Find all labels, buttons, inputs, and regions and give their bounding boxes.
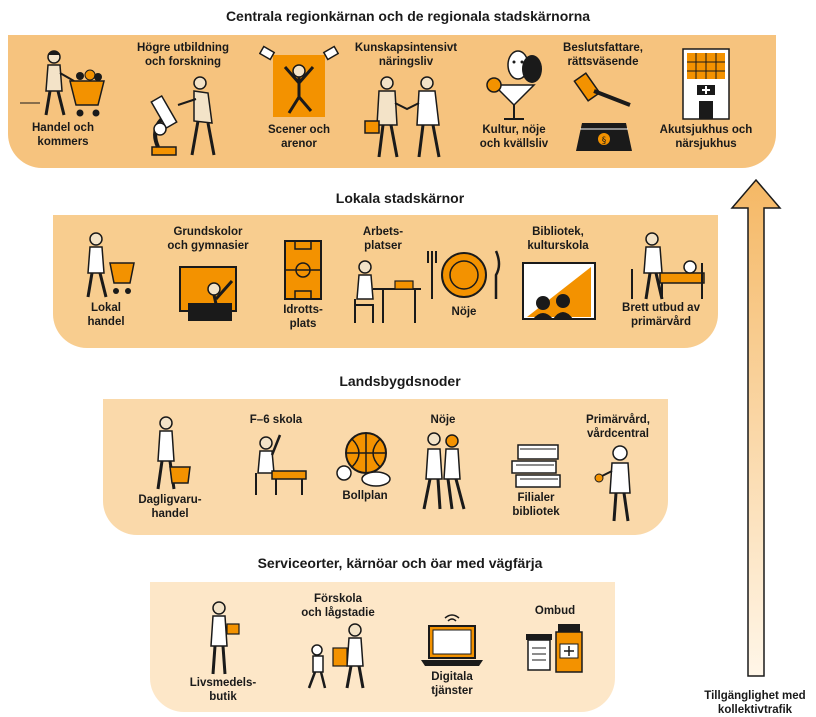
- item-forskola: Förskola och lågstadie: [288, 592, 388, 690]
- item-label: Lokal handel: [87, 302, 125, 328]
- tier-4-title: Serviceorter, kärnöar och öar med vägfär…: [257, 555, 543, 571]
- cinema-audience-icon: [522, 262, 596, 320]
- item-akutsjukhus: Akutsjukhus och närsjukhus: [646, 45, 766, 151]
- sports-field-icon: [284, 240, 322, 300]
- item-label: Idrotts- plats: [283, 304, 323, 330]
- item-digitala-tjanster: Digitala tjänster: [412, 612, 492, 698]
- item-noje-landsbygd: Nöje: [403, 413, 483, 513]
- item-idrottsplats: Idrotts- plats: [268, 237, 338, 331]
- item-ombud: Ombud: [510, 604, 600, 678]
- medicine-jars-icon: [526, 624, 583, 673]
- item-label: Filialer bibliotek: [512, 492, 560, 518]
- stage-performer-icon: [259, 45, 339, 117]
- item-scener-och-arenor: Scener och arenor: [254, 45, 344, 151]
- item-label: Dagligvaru- handel: [138, 494, 202, 520]
- item-livsmedelsbutik: Livsmedels- butik: [178, 596, 268, 704]
- svg-text:§: §: [602, 136, 607, 146]
- arrow-label: Tillgänglighet med kollektivtrafik: [704, 690, 806, 716]
- tier-3-panel: Dagligvaru- handel F–6 skola Bollplan Nö…: [103, 399, 668, 535]
- item-label: Bibliotek, kulturskola: [527, 226, 589, 252]
- item-label: Förskola och lågstadie: [301, 593, 375, 619]
- office-desk-icon: [354, 260, 421, 323]
- hospital-bed-icon: [631, 232, 705, 300]
- item-handel-och-kommers: Handel och kommers: [18, 43, 108, 149]
- accessibility-arrow: [730, 178, 782, 677]
- gavel-law-book-icon: §: [573, 72, 632, 151]
- item-bibliotek: Bibliotek, kulturskola: [508, 225, 608, 325]
- tier-2-panel: Lokal handel Grundskolor och gymnasier I…: [53, 215, 718, 348]
- item-noje-lokal: Nöje: [421, 245, 507, 319]
- item-label: F–6 skola: [249, 414, 303, 426]
- item-label: Beslutsfattare, rättsväsende: [563, 42, 643, 68]
- book-stack-icon: [511, 444, 561, 488]
- balls-icon: [336, 432, 391, 487]
- microscope-icon: [150, 76, 216, 156]
- grocery-basket-icon: [156, 416, 191, 490]
- item-label: Arbets- platser: [362, 226, 404, 252]
- classroom-board-icon: [179, 266, 237, 321]
- item-bollplan: Bollplan: [325, 429, 405, 503]
- doctor-icon: [594, 445, 631, 522]
- item-label: Kultur, nöje och kvällsliv: [479, 124, 549, 150]
- handshake-icon: [364, 76, 441, 158]
- item-arbetsplatser: Arbets- platser: [343, 225, 423, 327]
- item-label: Scener och arenor: [268, 124, 330, 150]
- item-label: Kunskapsintensivt näringsliv: [354, 42, 458, 68]
- item-label: Grundskolor och gymnasier: [167, 226, 249, 252]
- tier-3-title: Landsbygdsnoder: [339, 373, 461, 389]
- item-filialer-bibliotek: Filialer bibliotek: [491, 437, 581, 519]
- item-label: Livsmedels- butik: [189, 677, 257, 703]
- item-primarvard: Brett utbud av primärvård: [605, 229, 717, 329]
- item-label: Akutsjukhus och närsjukhus: [659, 124, 753, 150]
- item-label: Primärvård, vårdcentral: [586, 414, 650, 440]
- parent-child-icon: [307, 623, 365, 689]
- item-grundskolor: Grundskolor och gymnasier: [153, 225, 263, 325]
- item-f6-skola: F–6 skola: [231, 413, 321, 497]
- item-dagligvaruhandel: Dagligvaru- handel: [125, 413, 215, 521]
- item-lokal-handel: Lokal handel: [71, 229, 141, 329]
- student-desk-icon: [255, 434, 307, 495]
- theatre-masks-cocktail-icon: [486, 50, 542, 120]
- tier-2-title: Lokala stadskärnor: [335, 190, 465, 206]
- shopping-cart-icon: [86, 232, 135, 298]
- item-label: Bollplan: [342, 490, 388, 502]
- item-beslutsfattare: Beslutsfattare, rättsväsende §: [553, 41, 653, 157]
- item-primarvard-vardcentral: Primärvård, vårdcentral: [573, 413, 663, 523]
- item-label: Digitala tjänster: [431, 671, 473, 697]
- item-label: Brett utbud av primärvård: [622, 302, 700, 328]
- item-kultur-noje: Kultur, nöje och kvällsliv: [468, 45, 560, 151]
- tier-4-panel: Livsmedels- butik Förskola och lågstadie…: [150, 582, 615, 712]
- shopping-cart-icon: [20, 50, 105, 117]
- dancing-couple-icon: [422, 432, 466, 510]
- item-label: Högre utbildning och forskning: [137, 42, 229, 68]
- plate-cutlery-icon: [427, 250, 501, 299]
- item-label: Ombud: [534, 605, 576, 617]
- item-label: Nöje: [451, 306, 477, 318]
- laptop-wifi-icon: [421, 614, 483, 666]
- item-label: Handel och kommers: [32, 122, 94, 148]
- item-kunskapsintensivt-naringsliv: Kunskapsintensivt näringsliv: [346, 41, 466, 161]
- tier-1-title: Centrala regionkärnan och de regionala s…: [225, 8, 591, 24]
- tier-1-panel: Handel och kommers Högre utbildning och …: [8, 35, 776, 168]
- hospital-icon: [682, 48, 730, 120]
- person-with-bag-icon: [210, 601, 240, 675]
- item-hogre-utbildning: Högre utbildning och forskning: [123, 41, 243, 159]
- item-label: Nöje: [430, 414, 456, 426]
